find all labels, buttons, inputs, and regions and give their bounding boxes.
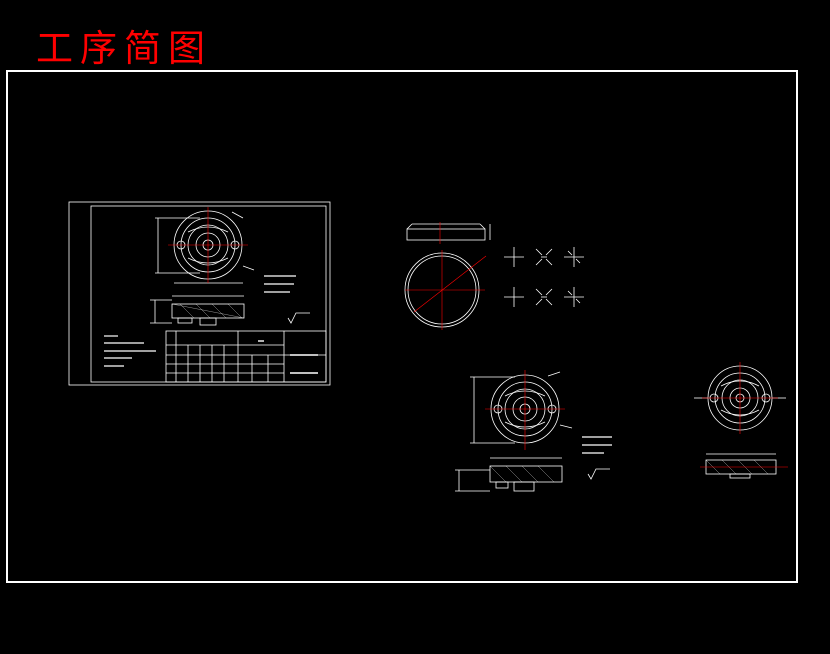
sheet-notes: [104, 275, 296, 367]
process-notes: [582, 436, 612, 454]
drawing-frame: [6, 70, 798, 583]
blank-top-view: [404, 250, 487, 330]
sheet-section-view: [150, 295, 245, 326]
final-section-view: [700, 453, 788, 479]
locating-symbols: [504, 247, 584, 307]
blank-side-view: [406, 222, 491, 244]
part-drawing-sheet: [68, 201, 331, 386]
page-title: 工序简图: [36, 27, 212, 70]
process-section-view: [455, 457, 610, 492]
process-top-view: [470, 371, 573, 444]
sheet-top-view: [155, 210, 255, 284]
sheet-title-block: [165, 330, 327, 383]
